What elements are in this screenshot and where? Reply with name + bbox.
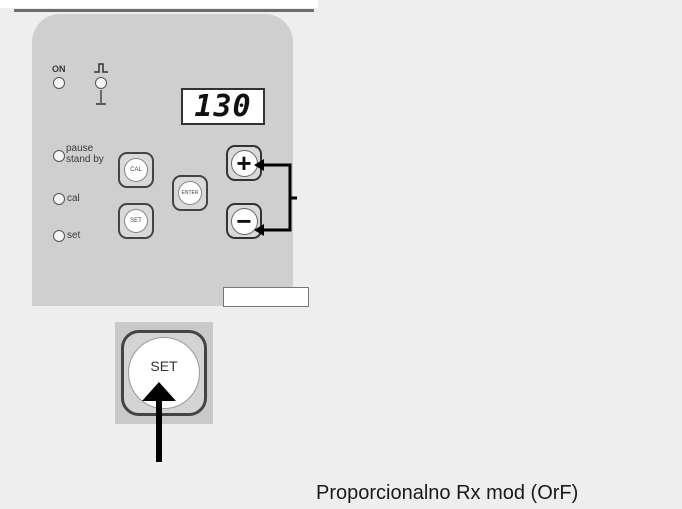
caption: Proporcionalno Rx mod (OrF)	[316, 482, 579, 504]
plus-button[interactable]: +	[226, 145, 262, 181]
enter-button[interactable]: ENTER	[172, 175, 208, 211]
pulse-icon	[94, 63, 108, 73]
plus-sign: +	[230, 149, 258, 177]
pause-led	[53, 150, 65, 162]
set-label: set	[67, 230, 81, 241]
on-led	[53, 77, 65, 89]
set-button-label: SET	[124, 209, 148, 233]
set-led	[53, 230, 65, 242]
right-area	[316, 8, 682, 509]
minus-sign: −	[230, 207, 258, 235]
on-label: ON	[52, 64, 66, 74]
enter-button-label: ENTER	[178, 181, 202, 205]
top-strip	[0, 0, 318, 8]
cal-button[interactable]: CAL	[118, 152, 154, 188]
pulse-led	[95, 77, 107, 89]
bracket-arrows	[254, 159, 297, 236]
controller-panel: ON 130 pause stand by cal set CAL ENTER …	[32, 14, 309, 307]
pause-label: pause	[66, 143, 94, 154]
up-arrow-icon	[142, 382, 176, 462]
cal-button-label: CAL	[124, 158, 148, 182]
zoomed-set-button[interactable]: SET	[121, 330, 207, 416]
cal-label: cal	[67, 193, 80, 204]
standby-label: stand by	[66, 154, 104, 165]
ground-icon	[96, 90, 106, 105]
cal-led	[53, 193, 65, 205]
label-slot	[223, 287, 309, 307]
zoomed-set-frame: SET	[115, 322, 213, 424]
set-button[interactable]: SET	[118, 203, 154, 239]
top-divider	[14, 9, 314, 12]
minus-button[interactable]: −	[226, 203, 262, 239]
digital-display: 130	[181, 88, 265, 125]
